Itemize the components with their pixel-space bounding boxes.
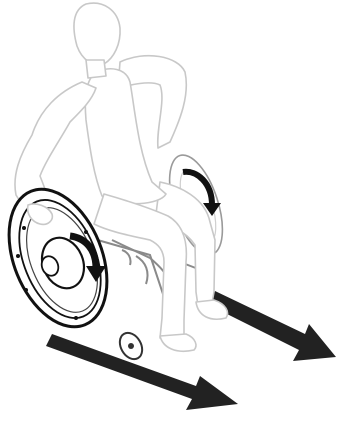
direction-arrow-right bbox=[209, 291, 336, 361]
caster-wheel bbox=[115, 329, 146, 363]
